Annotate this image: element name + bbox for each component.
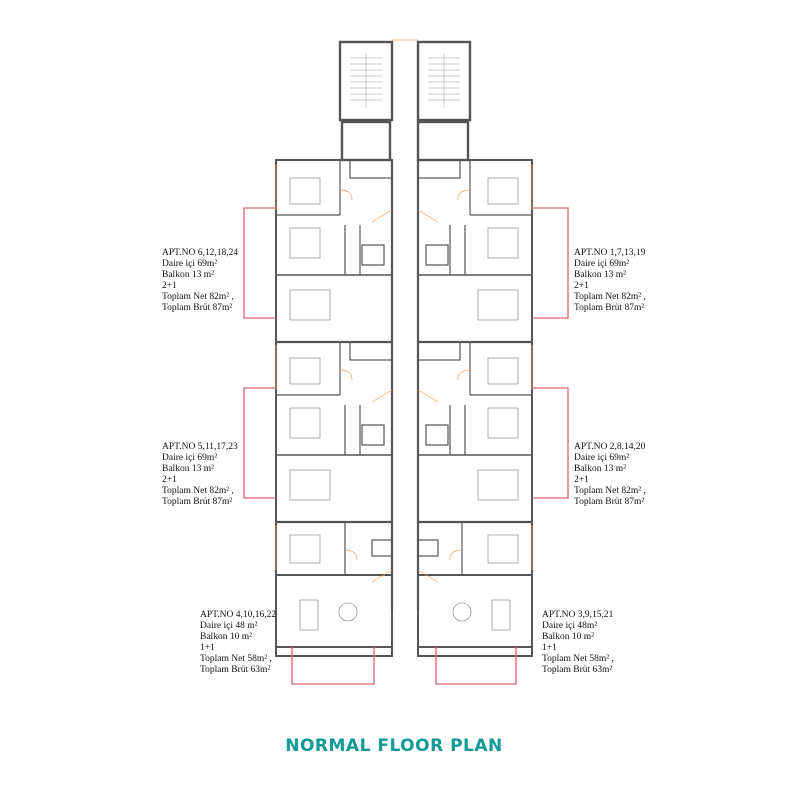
- stair-core-left: [338, 40, 394, 122]
- bottom-left-living: [275, 574, 393, 648]
- bottom-right-living: [417, 574, 533, 648]
- stair-core-right: [416, 40, 472, 122]
- door-swings: [275, 39, 533, 583]
- stair-treads: [350, 54, 460, 108]
- apt-label-mid-right: APT.NO 2,8,14,20 Daire içi 69m² Balkon 1…: [574, 442, 646, 507]
- right-block: [417, 159, 533, 657]
- plan-title: NORMAL FLOOR PLAN: [285, 736, 503, 756]
- elevator-right: [416, 120, 470, 162]
- left-block: [275, 159, 393, 657]
- apt-label-mid-left: APT.NO 5,11,17,23 Daire içi 69m² Balkon …: [162, 442, 238, 507]
- apt-label-bottom-right: APT.NO 3,9,15,21 Daire içi 48m² Balkon 1…: [542, 610, 614, 675]
- apt-label-bottom-left: APT.NO 4,10,16,22 Daire içi 48 m² Balkon…: [200, 610, 277, 675]
- elevator-left: [340, 120, 392, 162]
- apt-label-top-left: APT.NO 6,12,18,24 Daire içi 69m² Balkon …: [162, 248, 239, 313]
- balconies: [243, 207, 569, 685]
- furniture: [289, 177, 519, 631]
- apt-label-top-right: APT.NO 1,7,13,19 Daire içi 69m² Balkon 1…: [574, 248, 646, 313]
